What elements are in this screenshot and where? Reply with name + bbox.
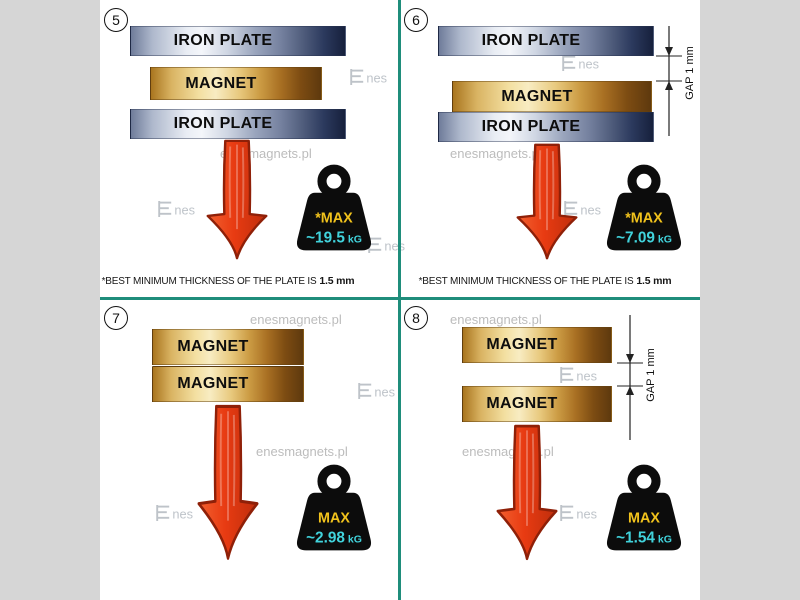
panel6-number-badge: 6 xyxy=(404,8,428,32)
magnet-label: MAGNET xyxy=(177,338,249,355)
enes-logo: nes xyxy=(562,55,599,72)
magnet-label: MAGNET xyxy=(177,375,249,392)
pull-force-arrow xyxy=(496,424,558,561)
weight-max-label: *MAX xyxy=(315,211,353,227)
iron-plate-label: IRON PLATE xyxy=(481,32,581,49)
enes-logo-text: nes xyxy=(174,203,195,218)
pull-force-arrow xyxy=(197,404,259,560)
left-margin-strip xyxy=(0,0,100,600)
iron-plate-label: IRON PLATE xyxy=(173,115,273,132)
magnet-bar: MAGNET xyxy=(452,81,652,112)
gap-dimension xyxy=(656,26,682,136)
gap-label: GAP 1 mm xyxy=(645,348,657,402)
footnote-text: *BEST MINIMUM THICKNESS OF THE PLATE IS xyxy=(418,276,634,287)
vertical-divider xyxy=(398,0,401,600)
enes-logo-text: nes xyxy=(576,369,597,384)
pull-force-arrow xyxy=(516,143,578,260)
iron-plate-bar: IRON PLATE xyxy=(438,112,654,142)
watermark-url: enesmagnets.pl xyxy=(450,312,542,327)
enes-logo: nes xyxy=(156,505,193,522)
enes-logo-text: nes xyxy=(578,57,599,72)
enes-logo-text: nes xyxy=(366,71,387,86)
magnet-label: MAGNET xyxy=(486,395,558,412)
magnet-bar: MAGNET xyxy=(152,329,304,365)
svg-text:~19.5kG: ~19.5kG xyxy=(306,230,362,247)
enes-logo: nes xyxy=(350,69,387,86)
enes-logo: nes xyxy=(560,505,597,522)
weight-unit: kG xyxy=(658,534,672,546)
iron-plate-label: IRON PLATE xyxy=(481,118,581,135)
enes-logo-text: nes xyxy=(374,385,395,400)
gap-dimension xyxy=(617,315,643,440)
magnet-label: MAGNET xyxy=(185,74,257,92)
magnet-bar: MAGNET xyxy=(462,386,612,422)
footnote-bold: 1.5 mm xyxy=(636,275,672,287)
iron-plate-bar: IRON PLATE xyxy=(438,26,654,56)
gap-label: GAP 1 mm xyxy=(684,46,696,100)
enes-logo: nes xyxy=(358,383,395,400)
pull-force-arrow xyxy=(206,139,268,260)
iron-plate-bar: IRON PLATE xyxy=(130,26,346,56)
magnet-bar: MAGNET xyxy=(152,366,304,402)
watermark-url: enesmagnets.pl xyxy=(250,312,342,327)
right-margin-strip xyxy=(700,0,800,600)
panel7-number-badge: 7 xyxy=(104,306,128,330)
enes-logo: nes xyxy=(560,367,597,384)
magnet-label: MAGNET xyxy=(501,87,573,105)
weight-value: ~19.5 xyxy=(306,230,345,247)
weight-value: ~2.98 xyxy=(306,530,345,547)
panel5-number-badge: 5 xyxy=(104,8,128,32)
weight-unit: kG xyxy=(348,234,362,246)
panel8-number-badge: 8 xyxy=(404,306,428,330)
watermark-url: enesmagnets.pl xyxy=(450,146,542,161)
enes-logo-text: nes xyxy=(384,239,405,254)
iron-plate-bar: IRON PLATE xyxy=(130,109,346,139)
magnet-bar: MAGNET xyxy=(462,327,612,363)
watermark-url: enesmagnets.pl xyxy=(256,444,348,459)
enes-logo-text: nes xyxy=(576,507,597,522)
enes-logo: nes xyxy=(158,201,195,218)
iron-plate-label: IRON PLATE xyxy=(173,32,273,49)
enes-logo-text: nes xyxy=(580,203,601,218)
magnet-bar: MAGNET xyxy=(150,67,322,100)
footnote-text: *BEST MINIMUM THICKNESS OF THE PLATE IS xyxy=(101,276,317,287)
footnote-bold: 1.5 mm xyxy=(319,275,355,287)
weight-max-label: MAX xyxy=(628,511,660,527)
weight-max-label: MAX xyxy=(318,511,350,527)
weight-unit: kG xyxy=(658,234,672,246)
weight-unit: kG xyxy=(348,534,362,546)
weight-value: ~1.54 xyxy=(616,530,655,547)
enes-logo: nes xyxy=(564,201,601,218)
horizontal-divider xyxy=(100,297,700,300)
enes-logo-text: nes xyxy=(172,507,193,522)
weight-value: ~7.09 xyxy=(616,230,655,247)
weight-max-label: *MAX xyxy=(625,211,663,227)
magnet-label: MAGNET xyxy=(486,336,558,353)
